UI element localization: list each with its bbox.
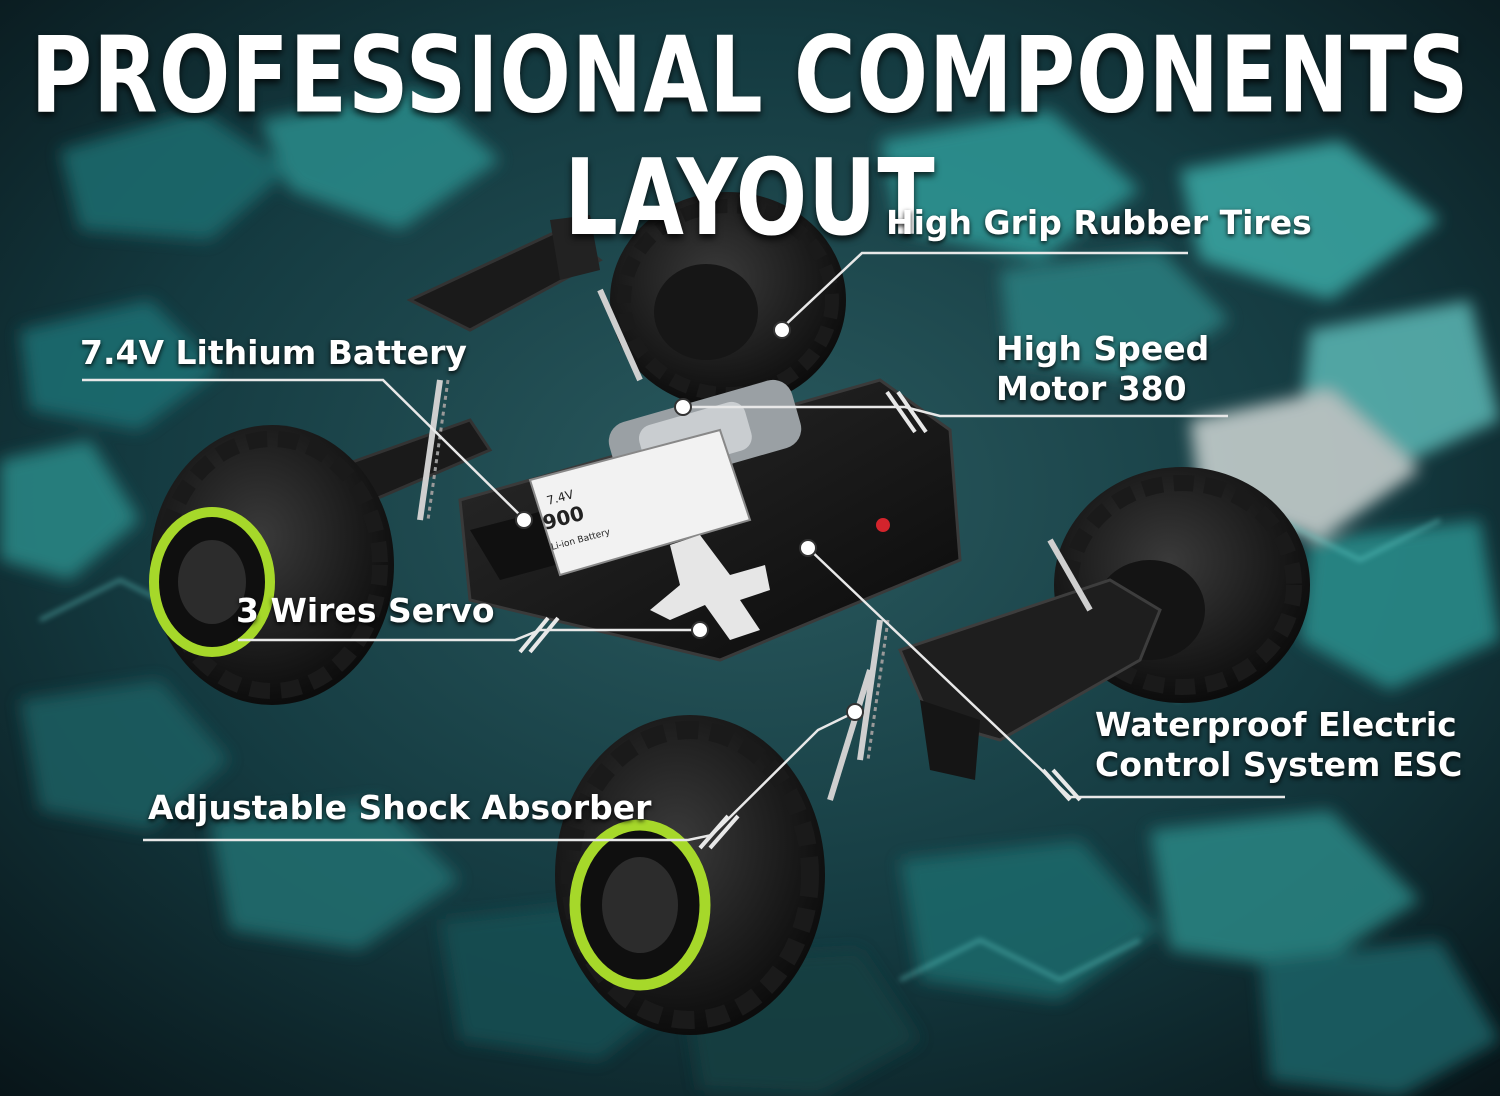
callout-accent-slashes (518, 390, 1082, 850)
callout-battery: 7.4V Lithium Battery (80, 333, 467, 372)
callout-anchor-dots (515, 321, 864, 721)
callout-esc: Waterproof Electric Control System ESC (1095, 705, 1462, 785)
callout-esc-line2: Control System ESC (1095, 745, 1463, 784)
callout-tires: High Grip Rubber Tires (886, 203, 1312, 242)
callout-motor: High Speed Motor 380 (996, 329, 1209, 409)
callout-motor-line1: High Speed (996, 329, 1210, 368)
callout-motor-line2: Motor 380 (996, 369, 1187, 408)
callout-esc-line1: Waterproof Electric (1095, 705, 1457, 744)
callout-servo: 3 Wires Servo (236, 591, 495, 630)
page-headline: PROFESSIONAL COMPONENTS LAYOUT (30, 14, 1470, 259)
callout-shock: Adjustable Shock Absorber (148, 788, 652, 827)
rc-truck-image: 7.4V 900 Li-ion Battery (149, 192, 1310, 1035)
